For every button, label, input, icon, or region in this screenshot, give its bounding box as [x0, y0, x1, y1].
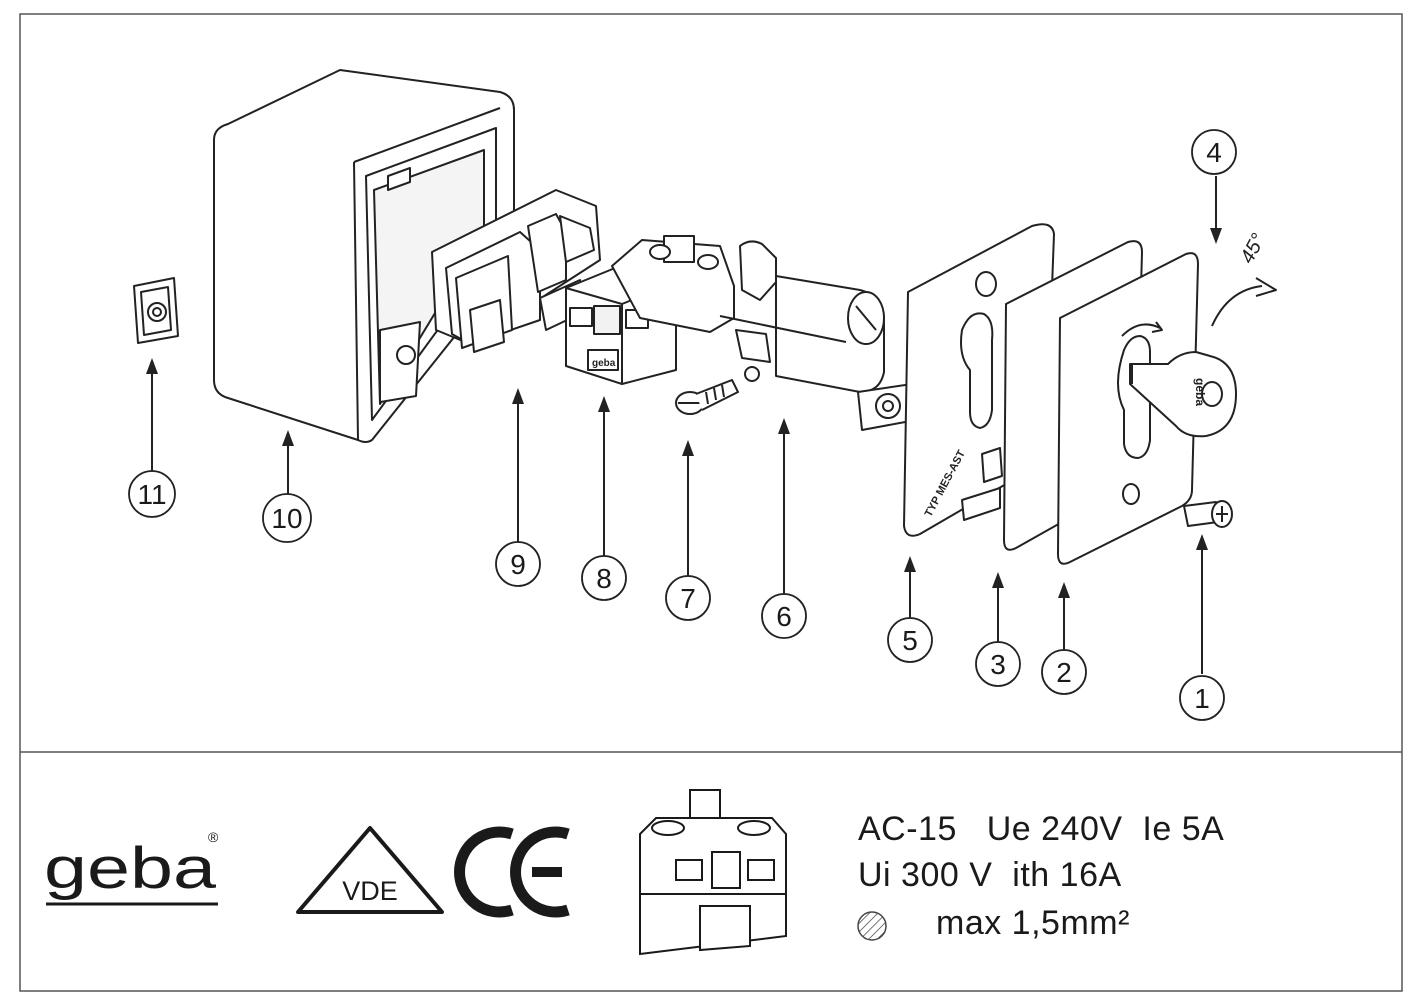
block-brand-marking: geba [592, 358, 616, 369]
callout-label-6: 6 [776, 601, 792, 632]
spec-line-1: AC-15 Ue 240V Ie 5A [858, 810, 1225, 848]
callout-circle-5 [887, 617, 933, 663]
callout-circle-11 [128, 470, 176, 518]
callout-label-2: 2 [1056, 657, 1072, 688]
callout-label-10: 10 [271, 503, 302, 534]
geba-logo-text: geba [44, 836, 217, 901]
ce-mark [454, 826, 570, 918]
leader-arrowheads [146, 228, 1222, 598]
vde-mark: VDE [296, 826, 444, 914]
registered-mark: ® [208, 829, 219, 845]
rotation-arrow-icon [1211, 285, 1263, 327]
callout-label-9: 9 [510, 549, 526, 580]
key-brand-marking: geba [1193, 378, 1207, 406]
callout-label-4: 4 [1206, 137, 1222, 168]
terminal-block-icon [639, 789, 787, 956]
callout-label-8: 8 [596, 563, 612, 594]
callout-label-5: 5 [902, 625, 918, 656]
spec-line-2: Ui 300 V ith 16A [858, 856, 1122, 894]
callout-label-3: 3 [990, 649, 1006, 680]
key [1129, 351, 1237, 438]
wire-section-icon [857, 911, 887, 941]
part-9-contact-carrier [431, 189, 601, 353]
callout-circle-7 [665, 575, 711, 621]
callout-label-11: 11 [137, 479, 166, 510]
callout-circle-8 [581, 555, 627, 601]
callout-label-1: 1 [1194, 683, 1210, 714]
callout-circle-1 [1179, 675, 1225, 721]
callout-circle-3 [975, 641, 1021, 687]
vde-text: VDE [342, 876, 398, 906]
callout-circle-6 [761, 593, 807, 639]
rotation-arrowhead-icon [1255, 277, 1277, 297]
part-7-screw [675, 379, 739, 415]
angle-label: 45° [1236, 230, 1270, 267]
sheet-border [19, 13, 1403, 992]
callout-circle-2 [1041, 649, 1087, 695]
callout-circle-4 [1191, 129, 1237, 175]
spec-line-3: max 1,5mm² [936, 904, 1130, 942]
callout-circle-9 [495, 541, 541, 587]
part-10-housing [213, 69, 515, 443]
callout-circle-10 [262, 493, 312, 543]
part-6-switch-cylinder [611, 235, 917, 431]
geba-logo: geba ® [44, 829, 219, 906]
part-11-cap [133, 277, 179, 344]
part-1-fixing-screw [1183, 500, 1233, 528]
callout-label-7: 7 [680, 583, 696, 614]
part-2-front-plate [1057, 252, 1199, 565]
callout-circles [128, 129, 1237, 721]
